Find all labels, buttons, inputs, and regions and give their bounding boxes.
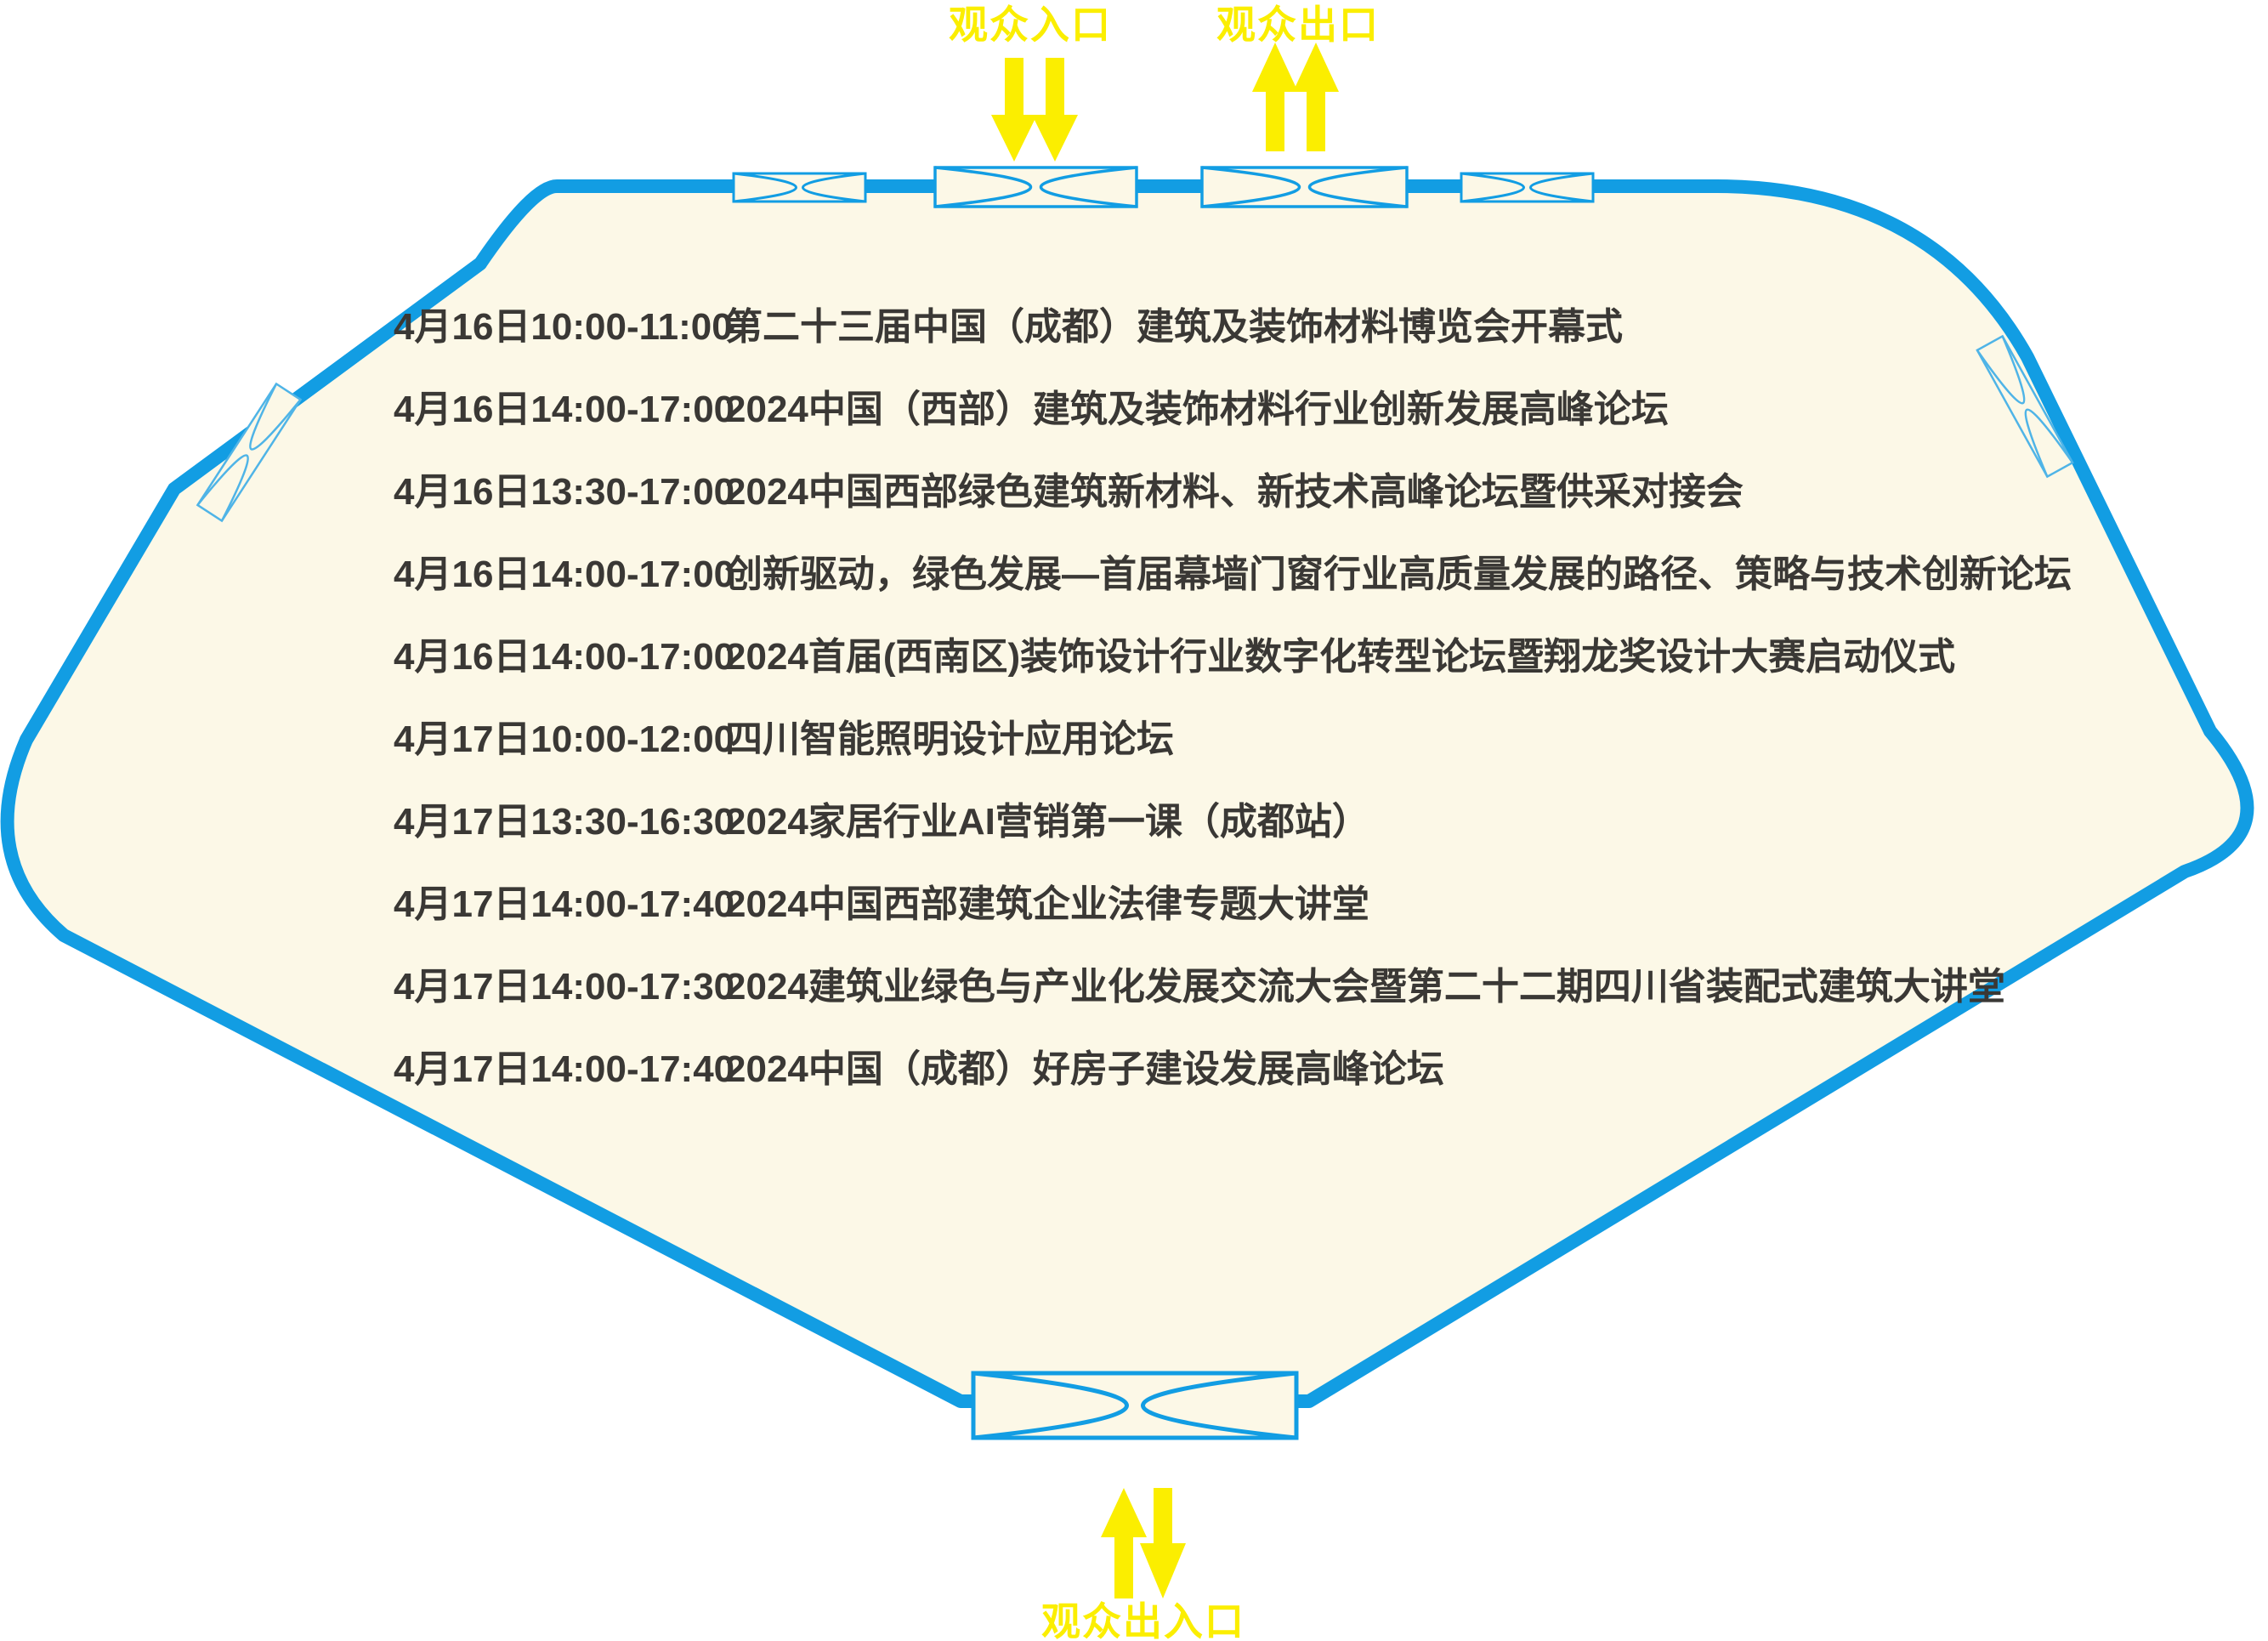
schedule-row: 4月17日14:00-17:40 2024中国西部建筑企业法律专题大讲堂 [394, 883, 1369, 927]
event-title: 创新驱动，绿色发展—首届幕墙门窗行业高质量发展的路径、策略与技术创新论坛 [725, 554, 2072, 595]
event-time: 4月17日14:00-17:40 [394, 1048, 735, 1090]
schedule-row: 4月16日10:00-11:00 第二十三届中国（成都）建筑及装饰材料博览会开幕… [394, 305, 1623, 349]
schedule-row: 4月17日13:30-16:30 2024家居行业AI营销第一课（成都站） [394, 800, 1369, 844]
event-time: 4月17日14:00-17:30 [394, 966, 735, 1008]
event-time: 4月16日10:00-11:00 [394, 306, 733, 348]
bottom-arrow-down-icon [1140, 1488, 1186, 1598]
right-side-gate [1976, 334, 2074, 479]
exit-arrow-up-icon [1252, 43, 1298, 151]
visitor-entrance-exit-label: 观众出入口 [1041, 1599, 1245, 1641]
hall-outline-left-edge [20, 257, 487, 747]
schedule-row: 4月17日14:00-17:40 2024中国（成都）好房子建设发展高峰论坛 [394, 1048, 1444, 1092]
event-time: 4月16日14:00-17:00 [394, 389, 735, 430]
top-gate-1 [732, 172, 867, 203]
event-title: 2024中国西部绿色建筑新材料、新技术高峰论坛暨供采对接会 [725, 471, 1744, 513]
event-title: 2024首届(西南区)装饰设计行业数字化转型论坛暨翔龙奖设计大赛启动仪式 [725, 636, 1956, 678]
schedule-row: 4月16日14:00-17:00 创新驱动，绿色发展—首届幕墙门窗行业高质量发展… [394, 553, 2072, 597]
top-gate-2 [933, 166, 1138, 208]
entrance-arrow-down-icon [1032, 58, 1078, 162]
visitor-entrance-label: 观众入口 [949, 3, 1112, 47]
left-side-gate [196, 382, 303, 523]
top-gate-3 [1200, 166, 1409, 208]
event-title: 第二十三届中国（成都）建筑及装饰材料博览会开幕式 [725, 306, 1623, 348]
visitor-exit-label: 观众出口 [1216, 3, 1380, 47]
event-title: 2024中国（成都）好房子建设发展高峰论坛 [725, 1048, 1444, 1090]
event-title: 2024建筑业绿色与产业化发展交流大会暨第二十二期四川省装配式建筑大讲堂 [725, 966, 2005, 1008]
event-time: 4月17日14:00-17:40 [394, 883, 735, 925]
schedule-row: 4月16日13:30-17:00 2024中国西部绿色建筑新材料、新技术高峰论坛… [394, 470, 1744, 514]
schedule-row: 4月17日10:00-12:00 四川智能照明设计应用论坛 [394, 718, 1174, 762]
event-time: 4月17日13:30-16:30 [394, 801, 735, 843]
schedule-row: 4月17日14:00-17:30 2024建筑业绿色与产业化发展交流大会暨第二十… [394, 965, 2005, 1009]
bottom-arrow-up-icon [1101, 1488, 1147, 1598]
event-time: 4月16日14:00-17:00 [394, 554, 735, 595]
event-time: 4月16日14:00-17:00 [394, 636, 735, 678]
bottom-gate [971, 1371, 1299, 1440]
event-title: 四川智能照明设计应用论坛 [725, 718, 1174, 760]
schedule-row: 4月16日14:00-17:00 2024中国（西部）建筑及装饰材料行业创新发展… [394, 388, 1669, 432]
schedule-row: 4月16日14:00-17:00 2024首届(西南区)装饰设计行业数字化转型论… [394, 635, 1955, 679]
entrance-arrow-down-icon [991, 58, 1037, 162]
top-gate-4 [1460, 172, 1595, 203]
event-title: 2024家居行业AI营销第一课（成都站） [725, 801, 1369, 843]
event-title: 2024中国西部建筑企业法律专题大讲堂 [725, 883, 1369, 925]
event-time: 4月17日10:00-12:00 [394, 718, 735, 760]
exit-arrow-up-icon [1293, 43, 1339, 151]
event-title: 2024中国（西部）建筑及装饰材料行业创新发展高峰论坛 [725, 389, 1669, 430]
event-time: 4月16日13:30-17:00 [394, 471, 735, 513]
